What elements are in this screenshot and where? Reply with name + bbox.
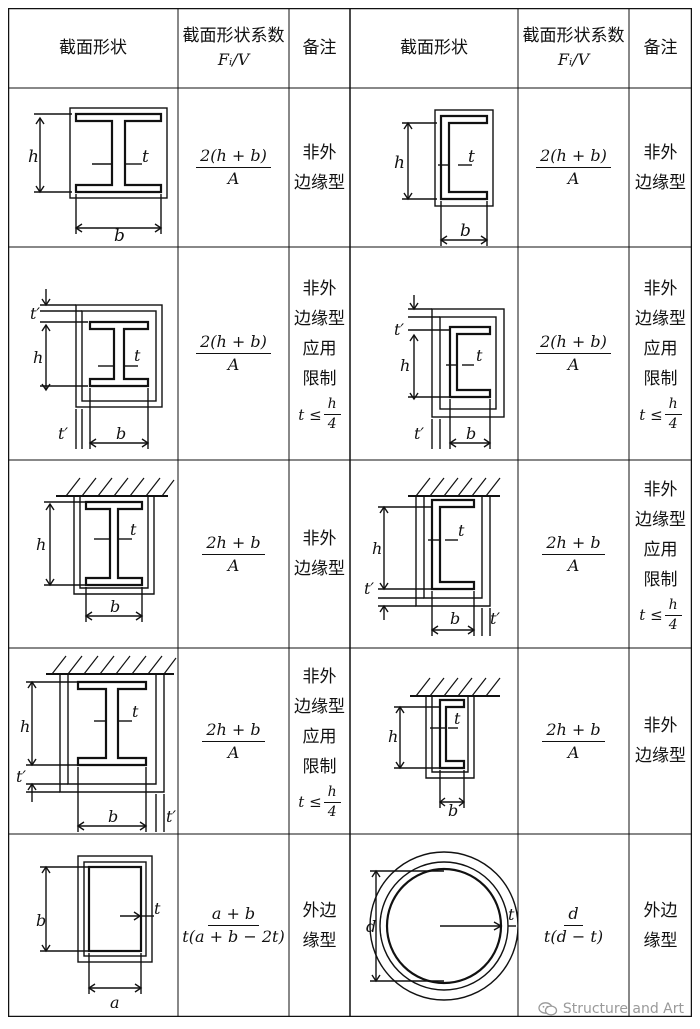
- factor-r1-right: 2(h + b)A: [518, 88, 629, 247]
- factor-r1-left: 2(h + b)A: [178, 88, 289, 247]
- svg-text:t: t: [476, 346, 483, 365]
- shape-channel-three-side: h b t t′ t′: [350, 460, 518, 648]
- svg-text:t′: t′: [394, 320, 404, 339]
- svg-text:t′: t′: [30, 304, 40, 323]
- svg-text:h: h: [20, 717, 30, 736]
- shape-channel-box-offset: h b t t′ t′: [350, 247, 518, 460]
- shape-i-beam-three-side: h b t: [8, 460, 178, 648]
- note-r3-left: 非外边缘型: [294, 529, 345, 579]
- svg-text:a: a: [110, 993, 120, 1012]
- header-note-right: 备注: [643, 38, 678, 58]
- header-shape-left: 截面形状: [59, 38, 127, 58]
- factor-r2-right: 2(h + b)A: [518, 247, 629, 460]
- watermark: Structure and Art: [538, 1001, 684, 1017]
- svg-text:h: h: [400, 356, 410, 375]
- shape-i-beam-box: h b t: [8, 88, 178, 247]
- svg-text:b: b: [108, 807, 118, 826]
- svg-text:h: h: [36, 535, 46, 554]
- svg-text:t: t: [468, 147, 475, 167]
- svg-text:b: b: [448, 801, 458, 820]
- svg-text:t′: t′: [166, 807, 176, 826]
- factor-r2-left: 2(h + b)A: [178, 247, 289, 460]
- header-note-left: 备注: [302, 38, 337, 58]
- note-r4-right: 非外边缘型: [635, 716, 686, 766]
- note-r5-right: 外边缘型: [643, 900, 678, 951]
- svg-text:t: t: [134, 346, 141, 365]
- svg-text:t: t: [132, 702, 139, 721]
- svg-text:b: b: [466, 424, 476, 443]
- shape-rect-hollow: b a t: [8, 834, 178, 1017]
- svg-text:t: t: [508, 905, 515, 924]
- shape-circular-tube: d t: [350, 834, 518, 1017]
- svg-text:t′: t′: [414, 424, 424, 443]
- svg-text:h: h: [394, 153, 405, 173]
- header-shape-right: 截面形状: [400, 38, 468, 58]
- shape-channel-three-side-box: h b t: [350, 648, 518, 834]
- svg-text:t: t: [154, 899, 161, 918]
- svg-text:h: h: [372, 539, 382, 558]
- svg-text:t′: t′: [58, 424, 68, 443]
- svg-text:b: b: [36, 911, 46, 930]
- svg-text:t′: t′: [16, 767, 26, 786]
- svg-text:b: b: [114, 226, 125, 246]
- svg-text:t: t: [130, 520, 137, 539]
- note-r1-left: 非外边缘型: [294, 142, 345, 193]
- svg-text:b: b: [116, 424, 126, 443]
- shape-i-beam-box-offset: h b t t′ t′: [8, 247, 178, 460]
- shape-i-beam-three-side-offset: h b t t′ t′: [8, 648, 178, 834]
- svg-text:t: t: [142, 147, 149, 167]
- svg-text:d: d: [366, 917, 376, 936]
- table-grid: [8, 8, 692, 1017]
- wechat-icon: [538, 1002, 557, 1016]
- note-r5-left: 外边缘型: [302, 900, 337, 951]
- svg-text:b: b: [450, 609, 460, 628]
- note-r1-right: 非外边缘型: [635, 142, 686, 193]
- svg-text:t: t: [458, 521, 465, 540]
- svg-text:b: b: [460, 221, 471, 241]
- svg-text:t′: t′: [364, 579, 374, 598]
- svg-text:b: b: [110, 597, 120, 616]
- svg-text:h: h: [388, 727, 398, 746]
- svg-text:h: h: [28, 147, 39, 167]
- svg-text:t′: t′: [490, 609, 500, 628]
- svg-text:h: h: [33, 348, 43, 367]
- svg-text:t: t: [454, 709, 461, 728]
- shape-channel-box: h b t: [350, 88, 518, 247]
